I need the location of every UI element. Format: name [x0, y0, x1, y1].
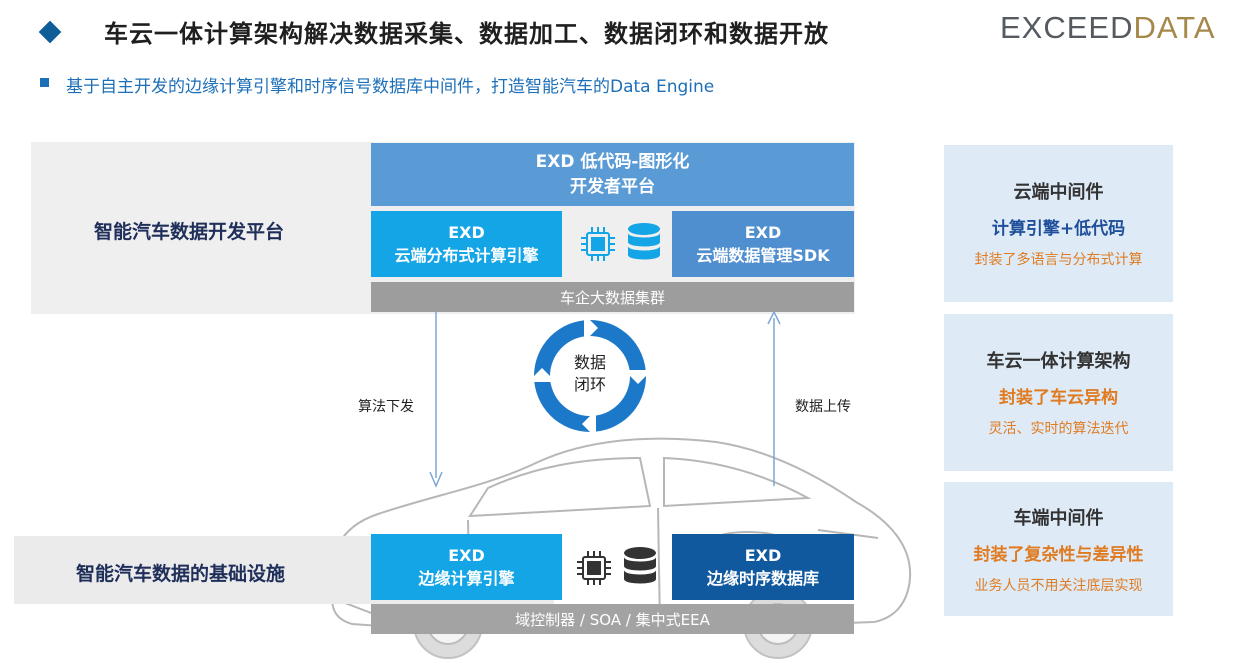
database-icon [624, 547, 656, 584]
edge-tsdb-line1: EXD [744, 545, 782, 565]
domain-controller-bar: 域控制器 / SOA / 集中式EEA [371, 604, 854, 634]
panel-main: 计算引擎+低代码 [991, 219, 1126, 239]
lowcode-line2: 开发者平台 [570, 176, 655, 197]
edge-compute-line1: EXD [448, 545, 485, 565]
cloud-sdk-line1: EXD [744, 222, 782, 242]
cloud-data-sdk-box: EXD 云端数据管理SDK [672, 211, 854, 277]
lowcode-platform-box: EXD 低代码-图形化 开发者平台 [371, 143, 854, 206]
title-diamond-icon [38, 20, 62, 44]
data-up-label: 数据上传 [795, 399, 851, 415]
panel-desc: 封装了多语言与分布式计算 [974, 252, 1143, 268]
page-title: 车云一体计算架构解决数据采集、数据加工、数据闭环和数据开放 [104, 20, 829, 48]
panel-main: 封装了车云异构 [999, 388, 1118, 408]
logo-text-data: DATA [1133, 10, 1216, 45]
cloud-compute-engine-box: EXD 云端分布式计算引擎 [371, 211, 562, 277]
panel-heading: 车端中间件 [1013, 507, 1104, 529]
panel-vehicle-middleware: 车端中间件 封装了复杂性与差异性 业务人员不用关注底层实现 [944, 482, 1173, 616]
panel-main: 封装了复杂性与差异性 [973, 544, 1144, 565]
lowcode-line1: EXD 低代码-图形化 [535, 151, 690, 172]
edge-tsdb-line2: 边缘时序数据库 [706, 569, 819, 588]
edge-timeseries-db-box: EXD 边缘时序数据库 [672, 534, 854, 600]
infrastructure-label: 智能汽车数据的基础设施 [76, 563, 286, 585]
bigdata-cluster-bar: 车企大数据集群 [371, 282, 854, 312]
down-arrow [429, 312, 443, 488]
edge-compute-engine-box: EXD 边缘计算引擎 [371, 534, 562, 600]
cloud-compute-line1: EXD [448, 222, 485, 242]
company-logo: EXCEEDDATA [1000, 10, 1216, 46]
data-loop-label: 数据 闭环 [564, 352, 616, 395]
panel-heading: 车云一体计算架构 [986, 351, 1131, 372]
page-subtitle: 基于自主开发的边缘计算引擎和时序信号数据库中间件，打造智能汽车的Data Eng… [66, 77, 715, 97]
panel-heading: 云端中间件 [1013, 182, 1104, 203]
cloud-sdk-line2: 云端数据管理SDK [696, 246, 830, 265]
up-arrow [767, 310, 781, 486]
data-loop-line2: 闭环 [573, 374, 606, 394]
chip-icon [581, 227, 615, 261]
data-loop-line1: 数据 [573, 353, 606, 372]
edge-icons [574, 546, 658, 590]
panel-desc: 灵活、实时的算法迭代 [988, 421, 1129, 437]
data-loop-cycle-icon [528, 314, 652, 438]
edge-compute-line2: 边缘计算引擎 [418, 569, 515, 588]
chip-icon [577, 551, 611, 585]
panel-vehicle-cloud-architecture: 车云一体计算架构 封装了车云异构 灵活、实时的算法迭代 [944, 314, 1173, 471]
panel-desc: 业务人员不用关注底层实现 [974, 577, 1143, 594]
cloud-icons [578, 222, 662, 266]
logo-text-exceed: EXCEED [1000, 10, 1134, 45]
subtitle-bullet-icon [40, 78, 49, 87]
algorithm-down-label: 算法下发 [358, 399, 414, 415]
cloud-compute-line2: 云端分布式计算引擎 [394, 246, 539, 265]
platform-label: 智能汽车数据开发平台 [94, 221, 285, 243]
panel-cloud-middleware: 云端中间件 计算引擎+低代码 封装了多语言与分布式计算 [944, 145, 1173, 302]
database-icon [628, 223, 660, 260]
